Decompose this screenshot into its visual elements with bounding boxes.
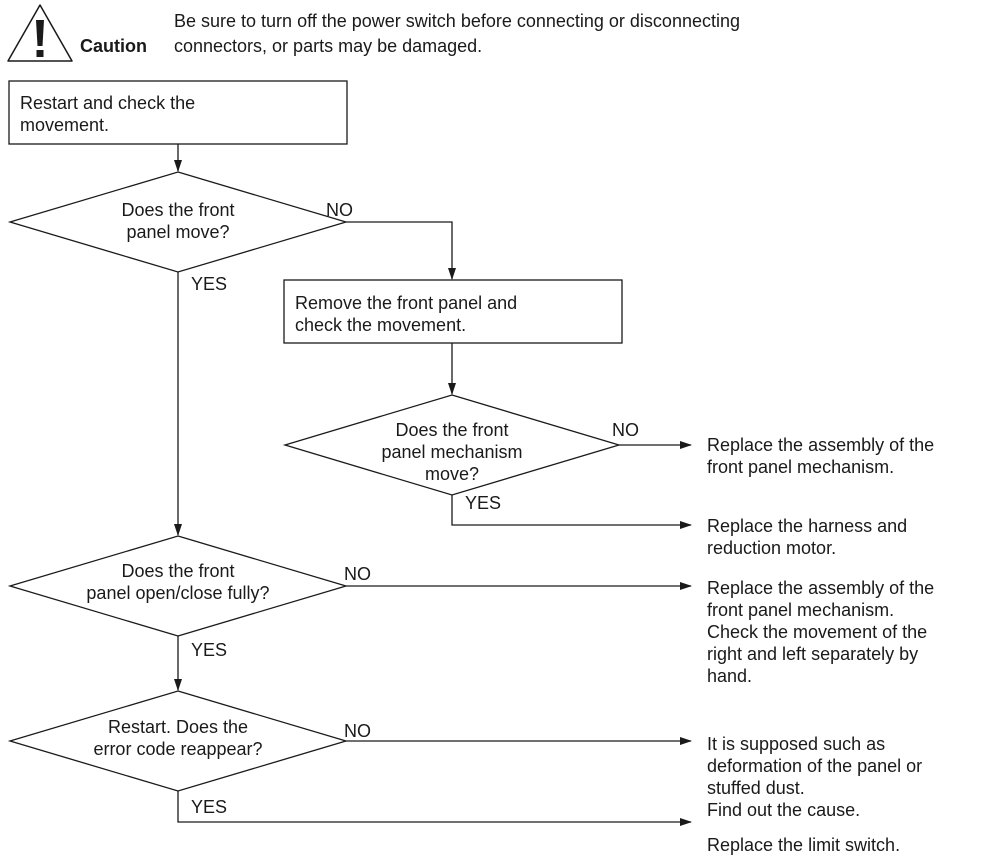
- outcome-replace-mechanism-2-line1: Replace the assembly of the: [707, 578, 935, 598]
- outcome-deformation-line1: It is supposed such as: [707, 734, 886, 754]
- outcome-replace-mechanism-2-line4: right and left separately by: [707, 644, 919, 664]
- decision2-yes-label: YES: [465, 493, 502, 513]
- box-restart-line1: Restart and check the: [20, 93, 196, 113]
- decision3-line1: Does the front: [121, 561, 235, 581]
- caution-text-line2: connectors, or parts may be damaged.: [174, 36, 483, 56]
- outcome-replace-mechanism-2-line5: hand.: [707, 666, 753, 686]
- decision2-line3: move?: [424, 464, 480, 484]
- decision3-yes-label: YES: [191, 640, 228, 660]
- decision2-line1: Does the front: [395, 420, 509, 440]
- connector-d1-no-to-remove: [346, 221, 456, 280]
- outcome-replace-limit-switch: Replace the limit switch.: [707, 835, 901, 855]
- decision2-no-label: NO: [612, 420, 639, 440]
- connector-d2-yes: [451, 495, 692, 529]
- decision3-no-label: NO: [344, 564, 371, 584]
- decision1-yes-label: YES: [191, 274, 228, 294]
- outcome-replace-mechanism-1-line1: Replace the assembly of the: [707, 435, 935, 455]
- decision1-line2: panel move?: [126, 222, 230, 242]
- outcome-replace-mechanism-2-line3: Check the movement of the: [707, 622, 928, 642]
- warning-triangle-icon: [7, 4, 73, 62]
- box-remove-line2: check the movement.: [295, 315, 467, 335]
- box-restart-line2: movement.: [20, 115, 110, 135]
- caution-text-line1: Be sure to turn off the power switch bef…: [174, 11, 740, 31]
- decision4-no-label: NO: [344, 721, 371, 741]
- decision2-line2: panel mechanism: [381, 442, 523, 462]
- connector-d4-yes: [177, 791, 692, 826]
- outcome-deformation-line2: deformation of the panel or: [707, 756, 923, 776]
- box-remove-line1: Remove the front panel and: [295, 293, 518, 313]
- decision4-line1: Restart. Does the: [107, 717, 249, 737]
- outcome-deformation-line3: stuffed dust.: [707, 778, 805, 798]
- decision1-no-label: NO: [326, 200, 353, 220]
- outcome-replace-harness-line1: Replace the harness and: [707, 516, 908, 536]
- caution-label: Caution: [80, 36, 147, 56]
- decision3-line2: panel open/close fully?: [86, 583, 270, 603]
- decision4-line2: error code reappear?: [93, 739, 263, 759]
- outcome-replace-mechanism-2-line2: front panel mechanism.: [707, 600, 895, 620]
- outcome-replace-harness-line2: reduction motor.: [707, 538, 837, 558]
- decision1-line1: Does the front: [121, 200, 235, 220]
- outcome-replace-mechanism-1-line2: front panel mechanism.: [707, 457, 895, 477]
- box-remove-front-panel: [283, 279, 623, 344]
- decision4-yes-label: YES: [191, 797, 228, 817]
- outcome-deformation-line4: Find out the cause.: [707, 800, 861, 820]
- exclamation-mark: [36, 20, 44, 57]
